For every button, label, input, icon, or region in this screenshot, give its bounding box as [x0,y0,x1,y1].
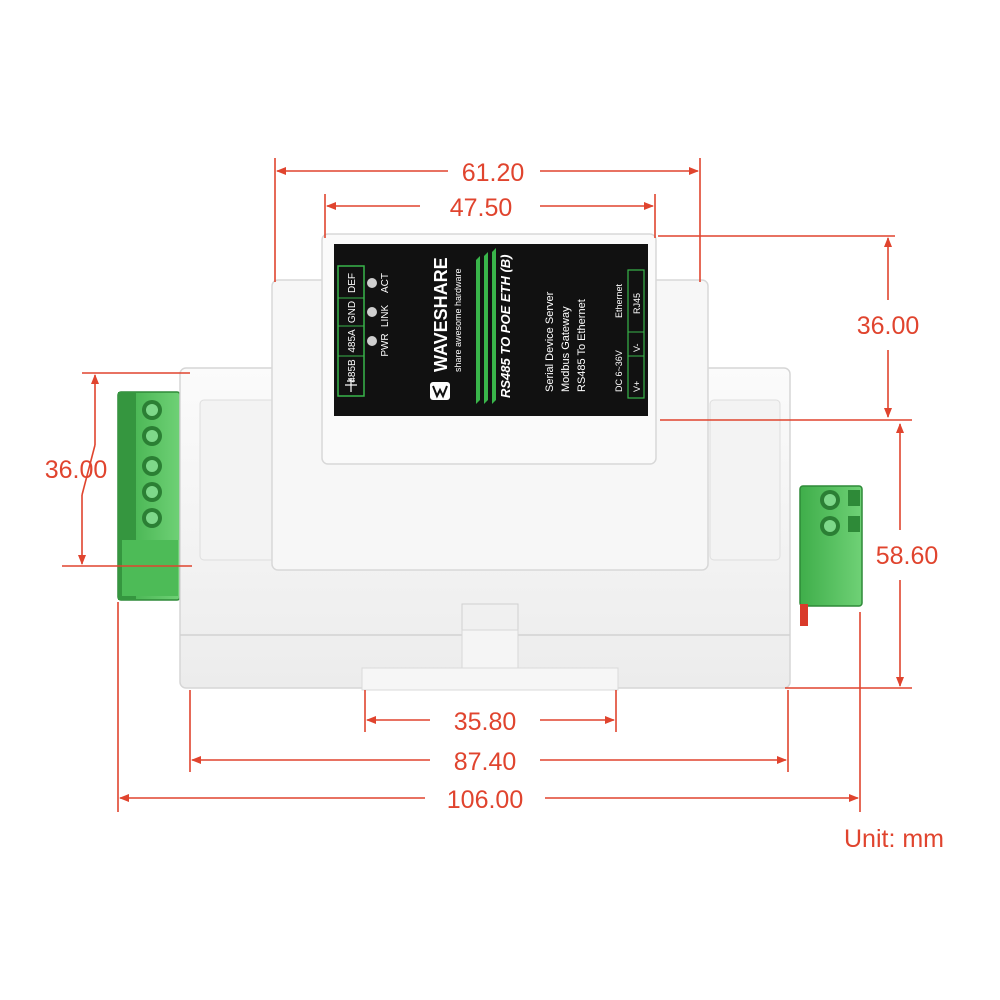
led-indicator [367,278,377,288]
dim-label-left: 36.00 [45,456,108,484]
device-enclosure: DEF GND 485A 485B ACT LINK PWR WAVESHARE… [117,233,863,691]
left-terminal-block [117,391,181,601]
desc-line-2: Modbus Gateway [560,306,572,392]
terminal-screw [820,516,840,536]
led-label-pwr: PWR [380,333,391,356]
led-indicator [367,336,377,346]
desc-line-3: RS485 To Ethernet [576,299,588,392]
vminus-label: V- [632,343,642,352]
dimension-lines [62,158,912,812]
brand-tagline: share awesome hardware [453,268,463,372]
ground-icon [345,378,357,392]
pin-label-485b: 485B [347,359,358,383]
label-panel: DEF GND 485A 485B ACT LINK PWR WAVESHARE… [334,244,648,416]
right-terminal-block [799,485,863,626]
dim-label-bottom-mid: 87.40 [454,748,517,776]
led-label-act: ACT [380,273,391,293]
terminal-screw [142,482,162,502]
rj45-label: RJ45 [632,293,642,314]
pin-label-485a: 485A [347,329,358,353]
terminal-screw [142,400,162,420]
led-indicator [367,307,377,317]
terminal-screw [142,426,162,446]
dim-label-bottom-total: 106.00 [447,786,523,814]
ethernet-label: Ethernet [614,283,624,318]
dim-label-top-inner: 47.50 [450,194,513,222]
led-label-link: LINK [380,305,391,328]
terminal-screw [142,456,162,476]
dim-label-right-upper: 36.00 [857,312,920,340]
waveshare-logo: WAVESHARE share awesome hardware [430,257,463,400]
dim-label-top-total: 61.20 [462,159,525,187]
dim-label-bottom-inner: 35.80 [454,708,517,736]
dim-line-left [81,444,96,496]
dim-label-right-lower: 58.60 [876,542,939,570]
pin-label-gnd: GND [347,301,358,323]
brand-name: WAVESHARE [431,257,451,372]
pin-label-def: DEF [347,273,358,293]
vplus-label: V+ [632,381,642,392]
power-label: DC 6~36V [614,350,624,392]
unit-label: Unit: mm [844,825,944,853]
desc-line-1: Serial Device Server [544,291,556,392]
terminal-screw [820,490,840,510]
terminal-screw [142,508,162,528]
model-name: RS485 TO POE ETH (B) [498,254,513,398]
